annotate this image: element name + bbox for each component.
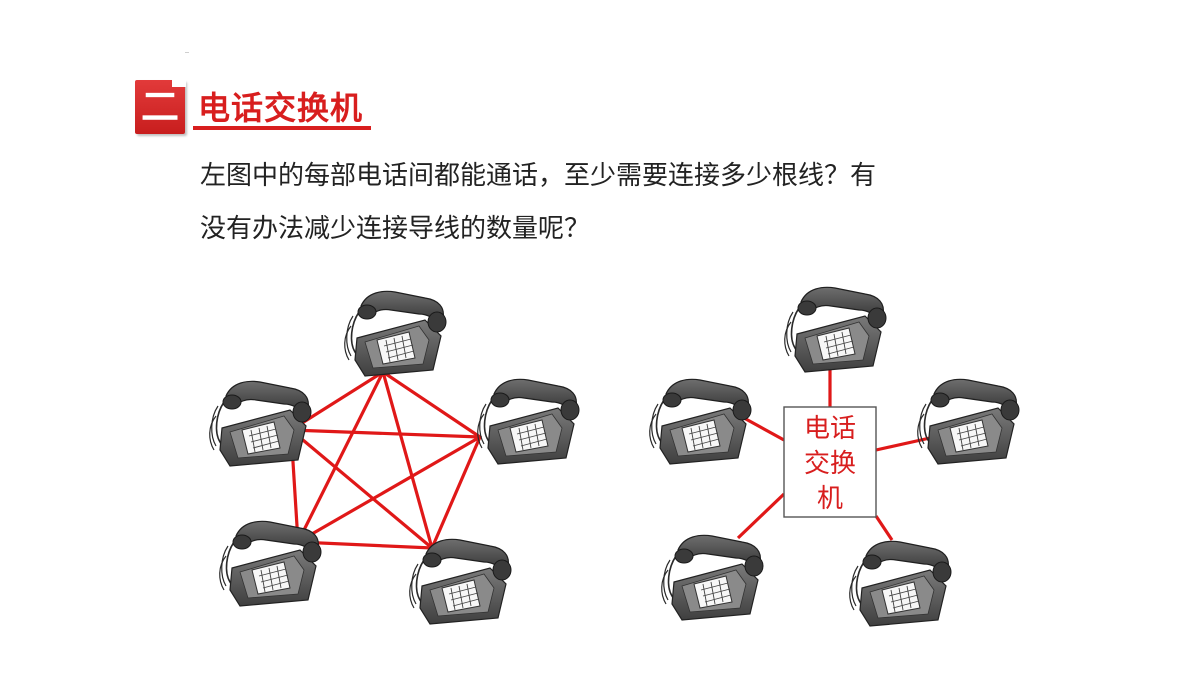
switch-wire <box>875 436 931 452</box>
switch-label-line-1: 电话 <box>804 414 856 444</box>
telephone-icon <box>208 380 312 467</box>
section-header: 二 电话交换机 <box>135 79 395 136</box>
mesh-wire <box>381 371 434 549</box>
question-line-1: 左图中的每部电话间都能通话，至少需要连接多少根线？有 <box>200 161 877 191</box>
telephone-icon <box>218 520 322 607</box>
switch-wire <box>874 515 894 541</box>
question-line-2: 没有办法减少连接导线的数量呢？ <box>200 214 591 244</box>
left-mesh-network <box>208 290 580 625</box>
switch-wire <box>743 416 785 442</box>
section-number: 二 <box>140 85 179 129</box>
telephone-icon <box>916 378 1020 465</box>
mesh-wire <box>296 371 385 543</box>
mesh-outer-wires <box>289 370 482 550</box>
switch-wire <box>736 492 786 540</box>
mesh-wire <box>289 428 434 550</box>
telephone-icon <box>408 538 512 625</box>
decorative-mark <box>185 52 189 53</box>
question-text: 左图中的每部电话间都能通话，至少需要连接多少根线？有 没有办法减少连接导线的数量… <box>200 150 1000 256</box>
telephone-icon <box>648 378 752 465</box>
telephone-icon <box>476 378 580 465</box>
mesh-wire <box>297 435 481 544</box>
right-switch-network: 电话 交换 机 <box>648 286 1020 627</box>
telephone-icon <box>343 290 447 377</box>
section-title-underline <box>193 126 371 130</box>
section-title: 电话交换机 <box>198 89 364 127</box>
telephone-icon <box>848 540 952 627</box>
switch-label-line-2: 交换 <box>804 449 856 479</box>
switch-label-line-3: 机 <box>817 484 843 514</box>
section-number-badge: 二 <box>135 79 186 134</box>
mesh-wire <box>290 428 481 439</box>
telephone-switch-box <box>783 406 877 518</box>
telephone-icon <box>783 286 887 373</box>
telephone-icon <box>660 534 764 621</box>
